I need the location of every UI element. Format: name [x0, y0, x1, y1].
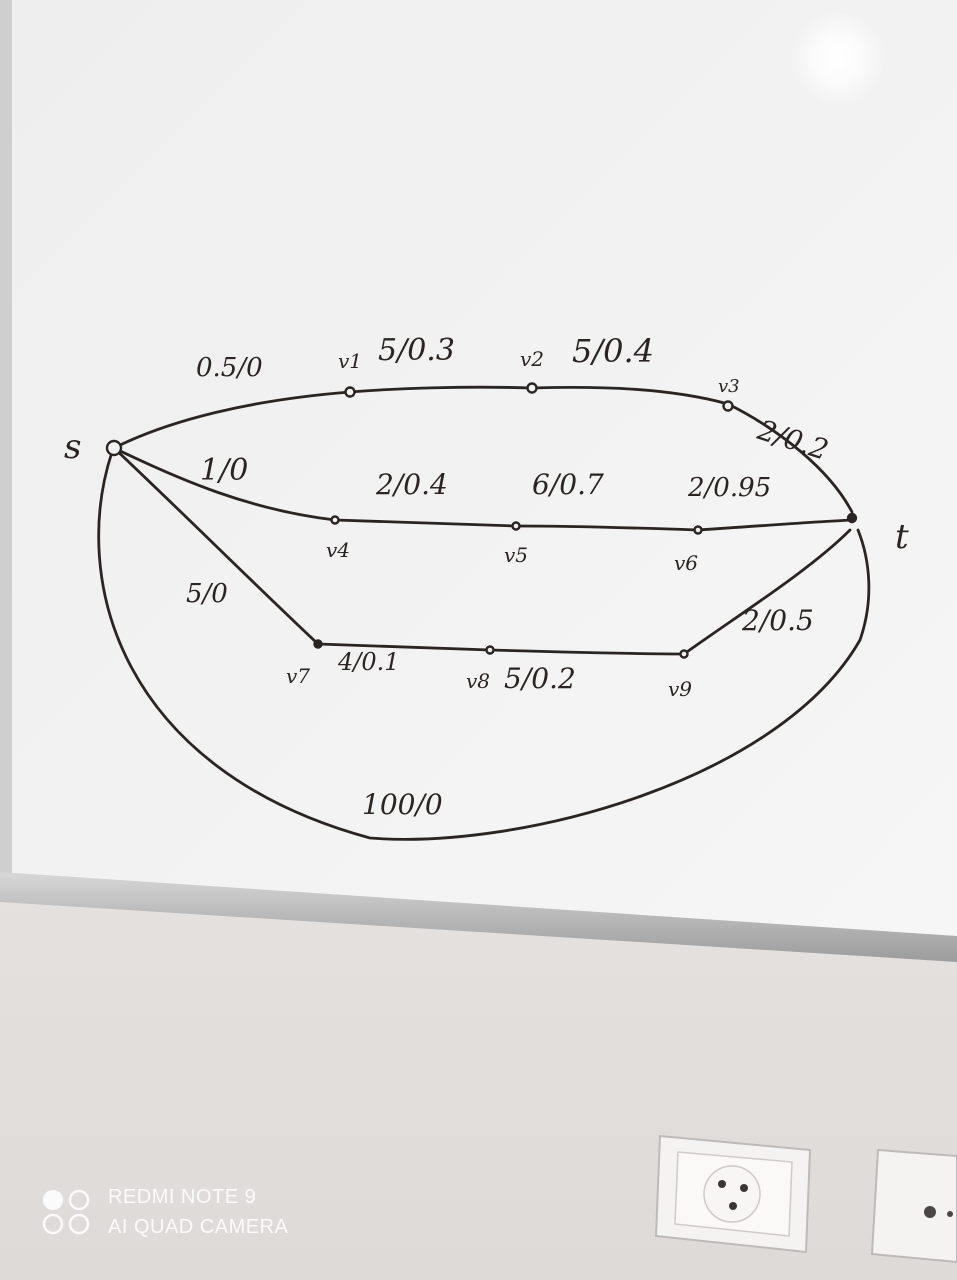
edge-v2-v3 — [530, 385, 730, 406]
edge-labels: 0.5/0 5/0.3 5/0.4 2/0.2 1/0 2/0.4 6/0.7 … — [186, 332, 832, 821]
node-v6 — [693, 525, 703, 535]
edge-s-t — [97, 450, 871, 841]
label-edge-s-v4: 1/0 — [200, 453, 248, 488]
label-edge-s-v1: 0.5/0 — [196, 353, 263, 383]
graph-edges — [97, 385, 871, 841]
edge-s-v4 — [112, 446, 337, 522]
node-v7 — [313, 639, 323, 649]
label-edge-v5-v6: 6/0.7 — [532, 468, 604, 501]
whiteboard-left-frame — [0, 0, 12, 885]
label-edge-v2-v3: 5/0.4 — [572, 332, 654, 370]
edge-s-v7 — [112, 446, 320, 646]
label-edge-s-t: 100/0 — [362, 788, 443, 821]
node-v9 — [679, 649, 689, 659]
label-edge-v4-v5: 2/0.4 — [375, 468, 448, 501]
node-v1 — [344, 386, 356, 398]
edge-v4-v5 — [333, 518, 518, 528]
edge-s-v1 — [112, 390, 352, 450]
whiteboard-surface — [8, 0, 957, 940]
whiteboard-bottom-tray — [0, 872, 957, 962]
edge-v7-v8 — [316, 642, 492, 652]
node-v2 — [526, 382, 538, 394]
label-node-v3: v3 — [718, 376, 740, 397]
edge-v8-v9 — [488, 648, 686, 656]
node-s — [105, 439, 123, 457]
label-node-v6: v6 — [674, 551, 698, 575]
label-node-v9: v9 — [668, 677, 692, 701]
node-v3 — [722, 400, 734, 412]
label-edge-v8-v9: 5/0.2 — [504, 662, 576, 695]
camera-logo-icon — [42, 1189, 90, 1235]
label-edge-v6-t: 2/0.95 — [687, 473, 771, 503]
edge-v6-t — [696, 518, 854, 532]
label-node-v5: v5 — [504, 543, 528, 567]
node-t — [846, 512, 858, 524]
graph-nodes — [105, 382, 858, 659]
edge-v1-v2 — [348, 385, 534, 394]
label-node-s: s — [64, 427, 81, 467]
node-v5 — [511, 521, 521, 531]
label-edge-v9-t: 2/0.5 — [741, 604, 814, 637]
label-node-v1: v1 — [338, 349, 362, 373]
label-node-t: t — [895, 517, 909, 557]
node-labels: s t v1 v2 v3 v4 v5 v6 v7 v8 v9 — [64, 347, 909, 701]
edge-v3-t — [726, 402, 854, 514]
label-node-v7: v7 — [286, 664, 310, 688]
label-node-v4: v4 — [326, 538, 350, 562]
node-v8 — [485, 645, 495, 655]
label-edge-v1-v2: 5/0.3 — [378, 333, 455, 368]
wall-outlet — [654, 1134, 812, 1254]
whiteboard — [0, 0, 957, 962]
label-edge-v7-v8: 4/0.1 — [337, 648, 400, 676]
wall-jack — [870, 1148, 957, 1264]
watermark-model: REDMI NOTE 9 — [108, 1186, 257, 1208]
label-node-v2: v2 — [520, 347, 544, 371]
watermark-camera: AI QUAD CAMERA — [108, 1216, 289, 1238]
light-glare — [790, 10, 886, 106]
node-v4 — [330, 515, 340, 525]
label-node-v8: v8 — [466, 669, 490, 693]
edge-v9-t — [682, 528, 852, 656]
label-edge-s-v7: 5/0 — [186, 579, 228, 609]
edge-v5-v6 — [514, 524, 700, 532]
